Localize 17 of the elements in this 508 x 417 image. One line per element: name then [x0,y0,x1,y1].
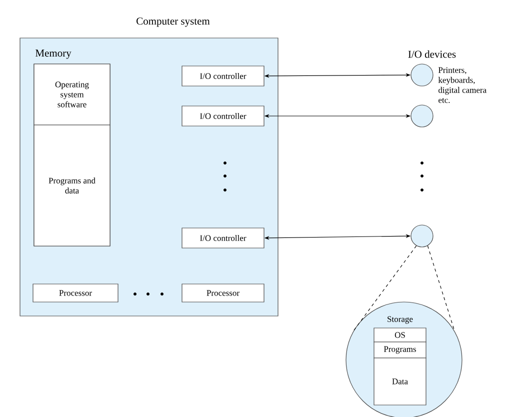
storage-section: Programs [374,342,426,358]
storage-section: OS [374,328,426,342]
controller-box: I/O controller [182,228,264,248]
node-label: Computer system [136,18,210,27]
device-circle [410,64,434,86]
memory-section: Operating system software [34,64,110,126]
dashed-line [353,245,417,332]
processor-box: Processor [182,284,264,302]
controller-box: I/O controller [182,106,264,126]
node-label: Memory [36,50,72,59]
device-note: Printers, keyboards, digital camera etc. [438,67,486,103]
processor-box: Processor [32,284,118,302]
device-circle [410,104,434,128]
memory-section: Programs and data [34,124,110,246]
dashed-line [427,245,455,332]
device-circle [410,224,434,248]
controller-box: I/O controller [182,66,264,86]
